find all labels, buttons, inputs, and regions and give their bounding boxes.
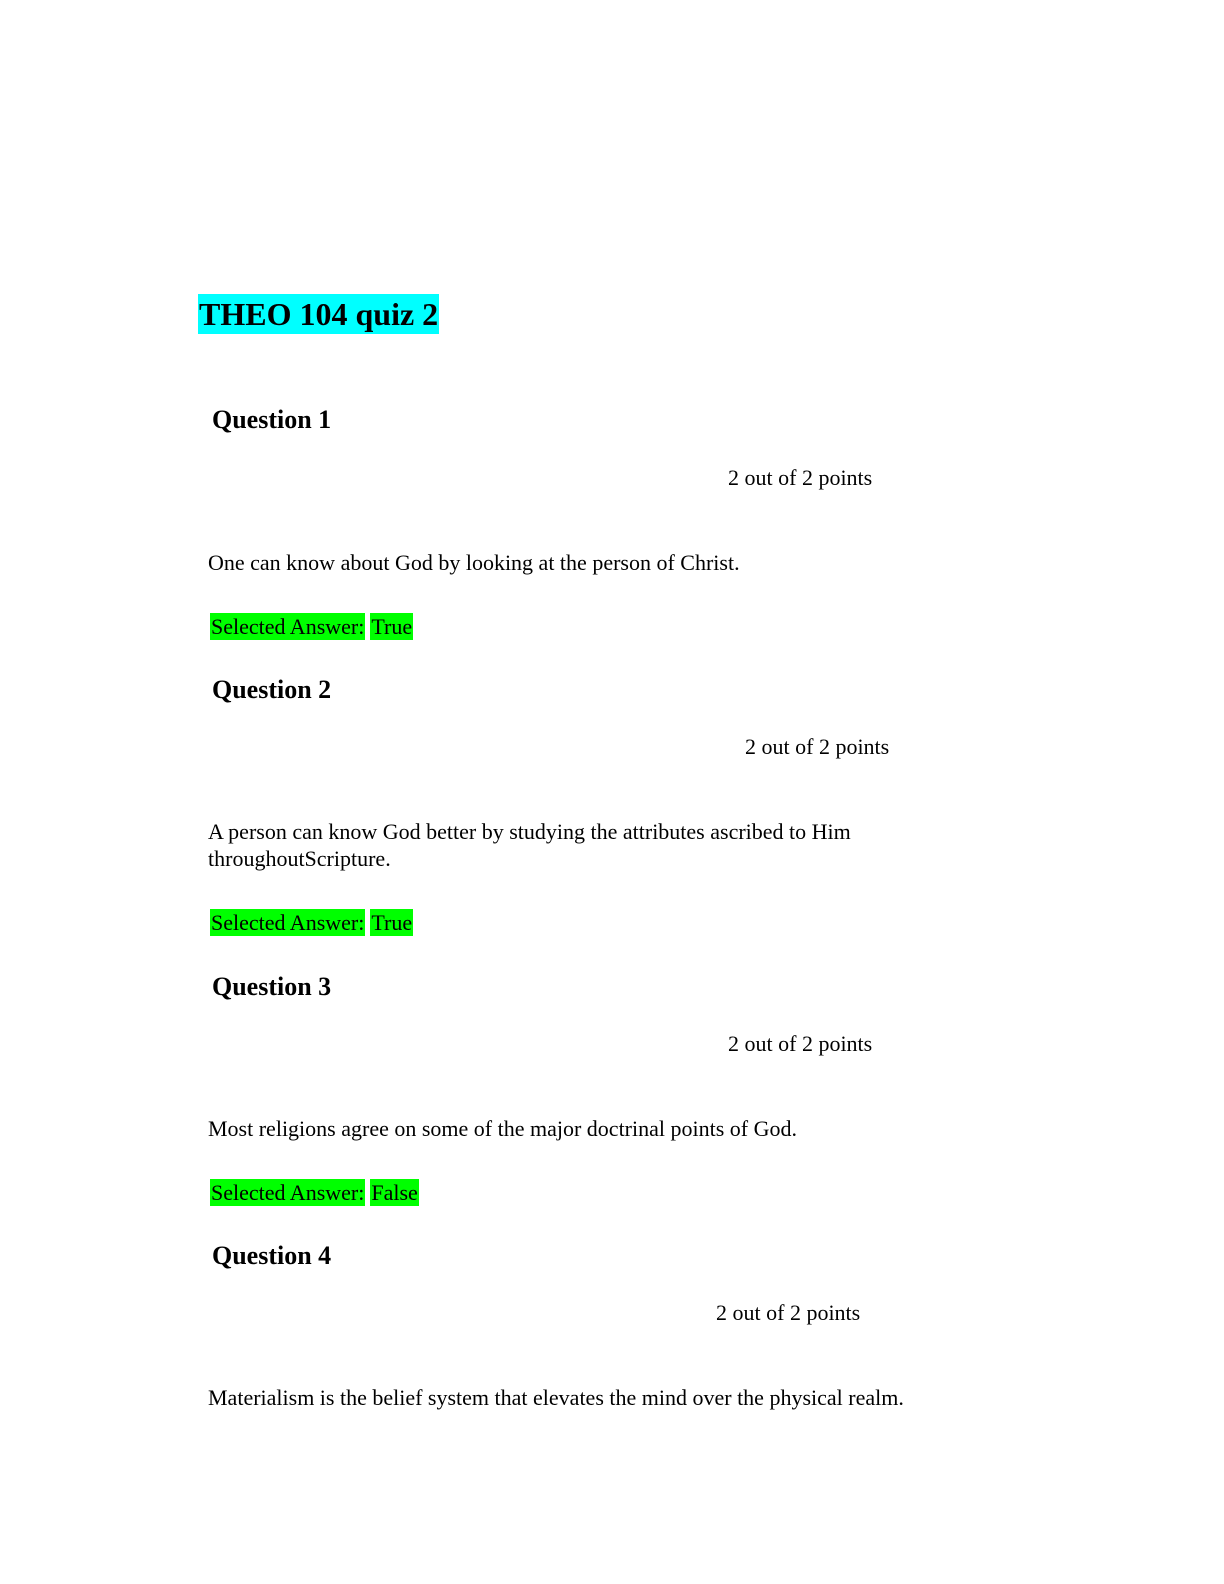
question-4-text: Materialism is the belief system that el… bbox=[208, 1385, 904, 1410]
question-1-points: 2 out of 2 points bbox=[728, 465, 873, 490]
question-4-points: 2 out of 2 points bbox=[716, 1300, 861, 1325]
page-title: THEO 104 quiz 2 bbox=[198, 294, 440, 334]
selected-answer-label: Selected Answer: bbox=[210, 1179, 366, 1206]
question-3-points: 2 out of 2 points bbox=[728, 1031, 873, 1056]
question-3-heading: Question 3 bbox=[212, 972, 332, 1001]
question-2-text: A person can know God better by studying… bbox=[208, 819, 851, 871]
question-1-answer: Selected Answer: True bbox=[210, 613, 414, 640]
question-3-text: Most religions agree on some of the majo… bbox=[208, 1116, 797, 1141]
selected-answer-value: False bbox=[370, 1179, 419, 1206]
question-1-heading: Question 1 bbox=[212, 405, 332, 434]
question-2-points: 2 out of 2 points bbox=[745, 734, 890, 759]
selected-answer-value: True bbox=[370, 613, 414, 640]
question-4-heading: Question 4 bbox=[212, 1241, 332, 1270]
selected-answer-label: Selected Answer: bbox=[210, 909, 366, 936]
question-1-text: One can know about God by looking at the… bbox=[208, 550, 740, 575]
selected-answer-value: True bbox=[370, 909, 414, 936]
question-2-heading: Question 2 bbox=[212, 675, 332, 704]
question-2-answer: Selected Answer: True bbox=[210, 909, 414, 936]
question-3-answer: Selected Answer: False bbox=[210, 1179, 419, 1206]
selected-answer-label: Selected Answer: bbox=[210, 613, 366, 640]
